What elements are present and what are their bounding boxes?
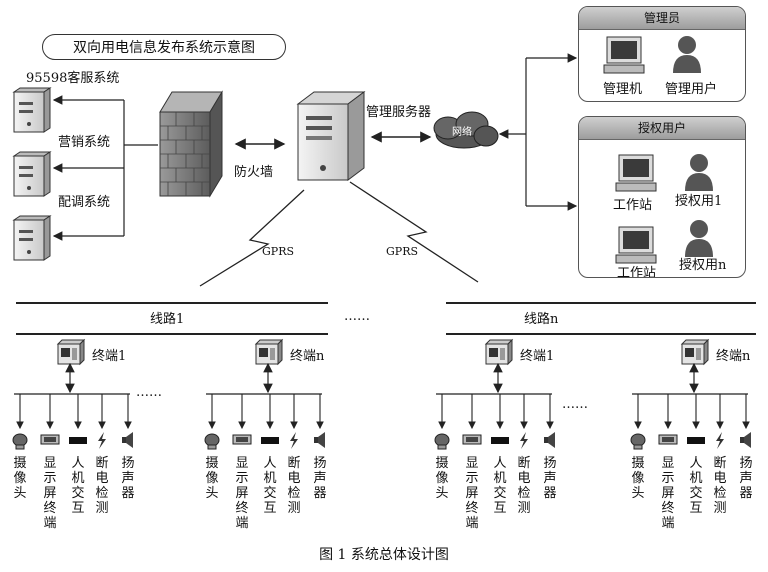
terminal-group-2 xyxy=(204,338,325,450)
terminal-box-icon xyxy=(680,338,710,366)
device-label: 摄像头 xyxy=(13,456,27,501)
firewall-label: 防火墙 xyxy=(234,165,274,180)
admin-panel-icons xyxy=(603,36,701,74)
device-label: 人机交互 xyxy=(71,456,85,516)
admin-user-label: 管理用户 xyxy=(665,82,718,97)
device-label: 摄像头 xyxy=(205,456,219,501)
admin-panel-header: 管理员 xyxy=(579,7,745,30)
hmi-icon xyxy=(261,437,279,444)
camera-icon xyxy=(12,433,28,450)
lines-ellipsis: …… xyxy=(344,309,370,324)
device-label: 扬声器 xyxy=(739,456,753,501)
admin-computer-label: 管理机 xyxy=(603,82,643,97)
device-label: 显示屏终端 xyxy=(465,456,479,531)
gprs-label-left: GPRS xyxy=(262,245,295,258)
management-server-icon xyxy=(296,91,366,181)
terminal-group-1 xyxy=(12,338,133,450)
admin-computer-icon xyxy=(603,36,645,74)
device-label: 扬声器 xyxy=(121,456,135,501)
device-label: 显示屏终端 xyxy=(661,456,675,531)
workstation-n-icon xyxy=(615,226,657,264)
gprs-label-right: GPRS xyxy=(386,245,419,258)
peidiao-server-icon xyxy=(12,215,52,261)
yingxiao-server-icon xyxy=(12,151,52,197)
camera-icon xyxy=(434,433,450,450)
admin-user-icon xyxy=(673,36,701,73)
kefu-server-icon xyxy=(12,87,52,133)
device-label: 人机交互 xyxy=(493,456,507,516)
auth-user-1-label: 授权用1 xyxy=(675,194,723,209)
terminal-label: 终端1 xyxy=(92,349,127,364)
auth-panel-icons xyxy=(615,154,713,264)
gprs-bolt-right xyxy=(349,181,479,283)
terminals-layer xyxy=(12,338,751,450)
device-label: 断电检测 xyxy=(95,456,109,516)
terminal-label: 终端n xyxy=(716,349,751,364)
power-detect-icon xyxy=(290,432,298,449)
speaker-icon xyxy=(122,432,133,448)
auth-user-1-icon xyxy=(685,154,713,191)
figure-caption: 图 1 系统总体设计图 xyxy=(319,547,449,563)
firewall-icon xyxy=(159,90,223,198)
device-label: 扬声器 xyxy=(313,456,327,501)
device-label: 人机交互 xyxy=(263,456,277,516)
device-label: 人机交互 xyxy=(689,456,703,516)
hmi-icon xyxy=(491,437,509,444)
hmi-icon xyxy=(687,437,705,444)
left-connector xyxy=(52,95,158,241)
device-label: 摄像头 xyxy=(435,456,449,501)
terminals-ellipsis: …… xyxy=(562,397,588,412)
device-label: 显示屏终端 xyxy=(235,456,249,531)
power-detect-icon xyxy=(520,432,528,449)
device-label: 摄像头 xyxy=(631,456,645,501)
yingxiao-system-label: 营销系统 xyxy=(58,135,111,150)
device-label: 显示屏终端 xyxy=(43,456,57,531)
device-label: 断电检测 xyxy=(287,456,301,516)
display-icon xyxy=(658,434,678,445)
display-icon xyxy=(462,434,482,445)
terminal-box-icon xyxy=(484,338,514,366)
line1-label: 线路1 xyxy=(150,312,185,327)
network-cloud-icon xyxy=(433,111,499,149)
linen-label: 线路n xyxy=(524,312,559,327)
camera-icon xyxy=(630,433,646,450)
auth-user-n-label: 授权用n xyxy=(679,258,727,273)
terminals-ellipsis: …… xyxy=(136,385,162,400)
kefu-system-label: 95598客服系统 xyxy=(26,71,120,86)
right-connector xyxy=(498,53,578,211)
terminal-group-4 xyxy=(630,338,751,450)
auth-panel: 授权用户 工作站 授权用1 工作站 授权用n xyxy=(578,116,746,278)
terminal-label: 终端n xyxy=(290,349,325,364)
auth-panel-header: 授权用户 xyxy=(579,117,745,140)
device-label: 扬声器 xyxy=(543,456,557,501)
terminal-label: 终端1 xyxy=(520,349,555,364)
workstation-1-icon xyxy=(615,154,657,192)
peidiao-system-label: 配调系统 xyxy=(58,195,111,210)
speaker-icon xyxy=(544,432,555,448)
terminal-box-icon xyxy=(254,338,284,366)
gprs-bolt-left xyxy=(199,189,305,287)
terminal-group-3 xyxy=(434,338,555,450)
power-detect-icon xyxy=(716,432,724,449)
admin-panel: 管理员 管理机 管理用户 xyxy=(578,6,746,102)
camera-icon xyxy=(204,433,220,450)
network-label: 网络 xyxy=(452,127,472,138)
display-icon xyxy=(232,434,252,445)
workstation-1-label: 工作站 xyxy=(613,198,653,213)
speaker-icon xyxy=(740,432,751,448)
terminal-box-icon xyxy=(56,338,86,366)
device-label: 断电检测 xyxy=(713,456,727,516)
speaker-icon xyxy=(314,432,325,448)
device-label: 断电检测 xyxy=(517,456,531,516)
hmi-icon xyxy=(69,437,87,444)
power-detect-icon xyxy=(98,432,106,449)
display-icon xyxy=(40,434,60,445)
server-label: 管理服务器 xyxy=(366,105,432,120)
workstation-n-label: 工作站 xyxy=(617,266,657,278)
diagram-title: 双向用电信息发布系统示意图 xyxy=(42,34,286,60)
auth-user-n-icon xyxy=(685,220,713,257)
